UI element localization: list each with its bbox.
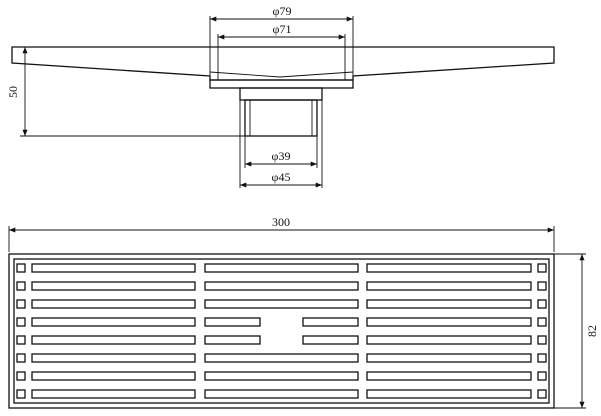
tray-profile xyxy=(11,46,555,81)
grate-slot-short xyxy=(302,317,359,327)
edge-slot xyxy=(16,389,26,399)
grate-slot xyxy=(204,281,359,291)
edge-slot xyxy=(16,281,26,291)
grate-slot xyxy=(204,263,359,273)
inner-top-diameter-label: φ71 xyxy=(273,22,292,36)
grate-slot xyxy=(366,353,532,363)
grate-slot xyxy=(204,299,359,309)
edge-slot xyxy=(16,335,26,345)
edge-slot xyxy=(537,335,547,345)
edge-slot xyxy=(537,371,547,381)
edge-slot xyxy=(537,299,547,309)
top-view: 300 82 xyxy=(8,215,599,409)
grate-slot xyxy=(366,299,532,309)
grate-slot xyxy=(204,371,359,381)
edge-slot xyxy=(16,353,26,363)
outlet-flange xyxy=(209,79,354,89)
height-label: 50 xyxy=(6,86,20,98)
grate-outer-frame xyxy=(8,253,555,409)
outlet-collar xyxy=(239,87,323,101)
grate-slot xyxy=(366,371,532,381)
grate-slot xyxy=(366,317,532,327)
edge-slot xyxy=(16,299,26,309)
grate-slot-short xyxy=(204,335,261,345)
edge-slot xyxy=(537,263,547,273)
edge-slot xyxy=(537,389,547,399)
outlet-inner-diameter-label: φ39 xyxy=(272,149,291,163)
grate-slot xyxy=(204,353,359,363)
grate-slot xyxy=(204,389,359,399)
grate-slot xyxy=(31,299,196,309)
tray-inner-line xyxy=(209,71,354,78)
outlet-pipe xyxy=(244,99,318,137)
grate-slot xyxy=(366,281,532,291)
outer-top-diameter-label: φ79 xyxy=(273,4,292,18)
grate-slot xyxy=(31,317,196,327)
length-label: 300 xyxy=(272,215,290,229)
grate-slot xyxy=(366,335,532,345)
edge-slot xyxy=(16,263,26,273)
grate-slots xyxy=(16,263,547,399)
grate-slot xyxy=(31,281,196,291)
edge-slot xyxy=(537,353,547,363)
edge-slot xyxy=(16,371,26,381)
grate-slot xyxy=(31,335,196,345)
grate-slot xyxy=(31,389,196,399)
grate-slot xyxy=(31,263,196,273)
grate-slot-short xyxy=(204,317,261,327)
grate-slot xyxy=(366,389,532,399)
grate-slot xyxy=(366,263,532,273)
edge-slot xyxy=(537,317,547,327)
grate-inner-frame xyxy=(13,258,550,404)
grate-slot xyxy=(31,353,196,363)
edge-slot xyxy=(16,317,26,327)
grate-slot-short xyxy=(302,335,359,345)
edge-slot xyxy=(537,281,547,291)
side-view: φ79 φ71 50 φ39 φ45 xyxy=(6,4,555,188)
width-label: 82 xyxy=(585,325,599,337)
outlet-outer-diameter-label: φ45 xyxy=(272,170,291,184)
grate-slot xyxy=(31,371,196,381)
